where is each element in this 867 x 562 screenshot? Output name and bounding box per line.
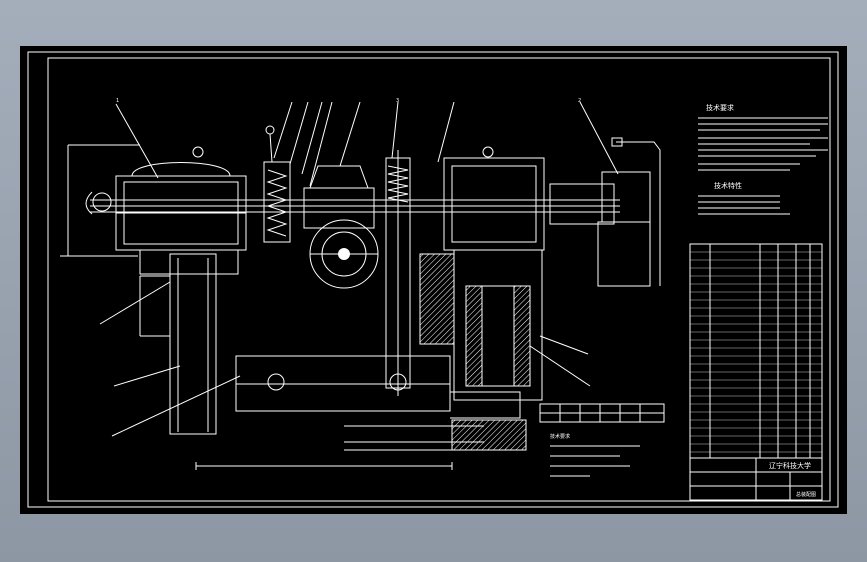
parts-list (689, 243, 823, 459)
coupling-spring (263, 125, 291, 243)
inner-frame (47, 57, 831, 502)
school-name: 辽宁科技大学 (769, 461, 811, 470)
tech-req-heading: 技术要求 (706, 103, 734, 112)
part-label-2: 2 (578, 98, 581, 104)
right-motor (549, 137, 661, 287)
title-block: 辽宁科技大学 总装配图 (689, 457, 823, 501)
sheet-title: 总装配图 (796, 491, 816, 498)
tech-char-heading: 技术特性 (714, 181, 742, 190)
left-pump-casing (60, 144, 247, 275)
mechanical-assembly-drawing: 1 2 3 技术要求 技术特性 (27, 51, 839, 508)
worm-gear (303, 165, 379, 289)
suction-pipe (139, 253, 217, 435)
other-requirements: 技术要求 (550, 433, 640, 477)
base-frame (235, 355, 527, 451)
characteristics-table (539, 403, 665, 423)
vertical-plunger (385, 150, 411, 396)
leader-lines (99, 101, 619, 437)
outer-frame (27, 51, 839, 508)
dimension-lines (195, 425, 484, 470)
right-pump-casing (419, 146, 545, 401)
part-label-1: 1 (116, 98, 119, 104)
technical-requirements: 技术要求 技术特性 (698, 103, 828, 215)
part-label-3: 3 (396, 98, 399, 104)
other-req-heading: 技术要求 (550, 433, 570, 440)
drawing-sheet: 1 2 3 技术要求 技术特性 (20, 46, 847, 514)
